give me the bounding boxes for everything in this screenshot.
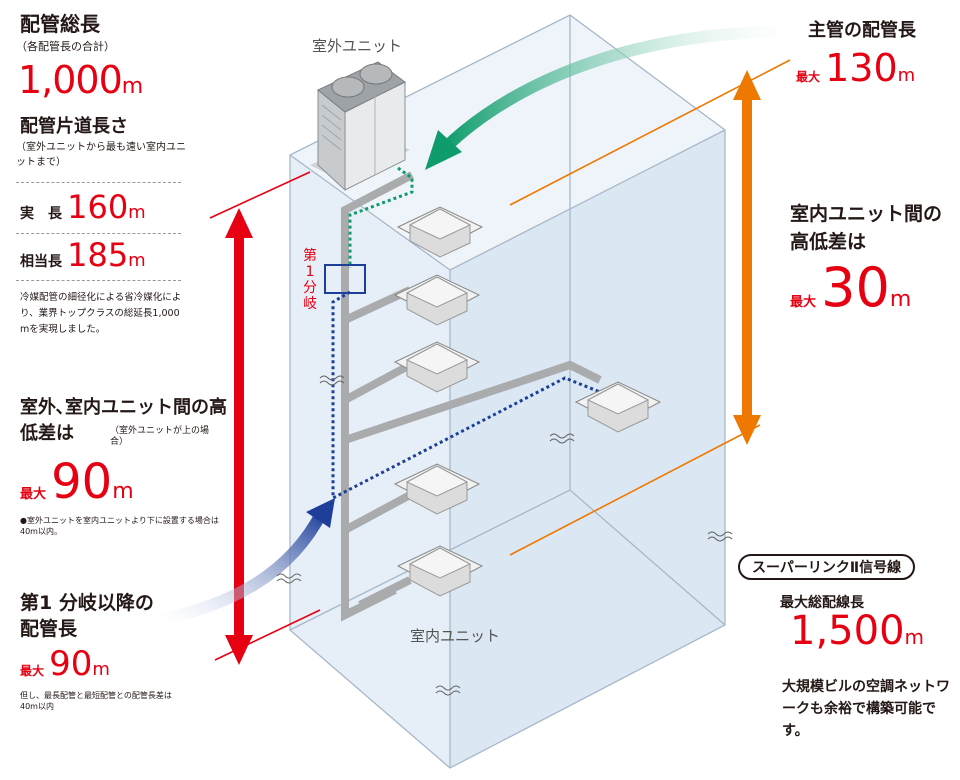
- first-branch-box: [324, 264, 366, 294]
- outdoor-unit: [310, 61, 410, 192]
- height-diff-note: ●室外ユニットを室内ユニットより下に設置する場合は40m以内。: [20, 516, 219, 536]
- green-curved-arrow: [425, 25, 791, 170]
- branch-length-note: 但し、最長配管と最短配管との配管長差は40m以内: [20, 691, 172, 711]
- branch-length-max: 最大 90m: [20, 644, 110, 684]
- total-length-sub: （各配管長の合計）: [16, 40, 115, 53]
- oneway-length-title: 配管片道長さ: [20, 116, 128, 137]
- equivalent-length: 相当長 185m: [20, 236, 146, 274]
- signal-max-title: 最大総配線長: [780, 595, 864, 611]
- height-diff-max: 最大 90m: [20, 454, 134, 510]
- signal-max-value: 1,500m: [790, 608, 924, 654]
- red-height-arrow: [225, 208, 253, 665]
- actual-length: 実 長 160m: [20, 188, 146, 226]
- total-length-value: 1,000m: [18, 58, 144, 102]
- indoor-height-max: 最大 30m: [790, 256, 912, 319]
- signal-line-badge: スーパーリンクⅡ信号線: [738, 554, 916, 580]
- divider: [16, 182, 181, 183]
- main-pipe-title: 主管の配管長: [808, 20, 916, 41]
- indoor-units: [393, 206, 662, 597]
- refrigerant-note: 冷媒配管の細径化による省冷媒化により、業界トップクラスの総延長1,000 mを実…: [20, 292, 190, 335]
- indoor-height-title: 室内ユニット間の高低差は: [790, 203, 943, 253]
- building-box: [289, 14, 726, 769]
- main-pipe-max: 最大 130m: [796, 46, 916, 90]
- orange-height-arrow: [733, 70, 761, 445]
- divider: [16, 280, 181, 281]
- first-branch-label: 第 1 分 岐: [303, 248, 317, 312]
- height-diff-title: 室外､室内ユニット間の高低差は: [20, 397, 227, 444]
- break-marks: [276, 375, 733, 696]
- oneway-length-sub: （室外ユニットから最も遠い室内ユニットまで）: [16, 142, 186, 168]
- signal-description: 大規模ビルの空調ネットワークも余裕で構築可能です。: [782, 679, 950, 739]
- indoor-unit-label: 室内ユニット: [410, 627, 501, 645]
- outdoor-unit-label: 室外ユニット: [312, 37, 403, 55]
- refrigerant-pipes: [341, 171, 602, 622]
- blue-route-line: [331, 290, 601, 501]
- height-diff-condition: （室外ユニットが上の場合）: [110, 426, 210, 447]
- green-route-line: [348, 166, 414, 268]
- branch-length-title: 第1 分岐以降の配管長: [20, 592, 154, 640]
- red-guide-lines: [209, 171, 321, 661]
- total-length-title: 配管総長: [20, 12, 100, 36]
- blue-curved-arrow: [158, 498, 335, 626]
- divider: [16, 233, 181, 234]
